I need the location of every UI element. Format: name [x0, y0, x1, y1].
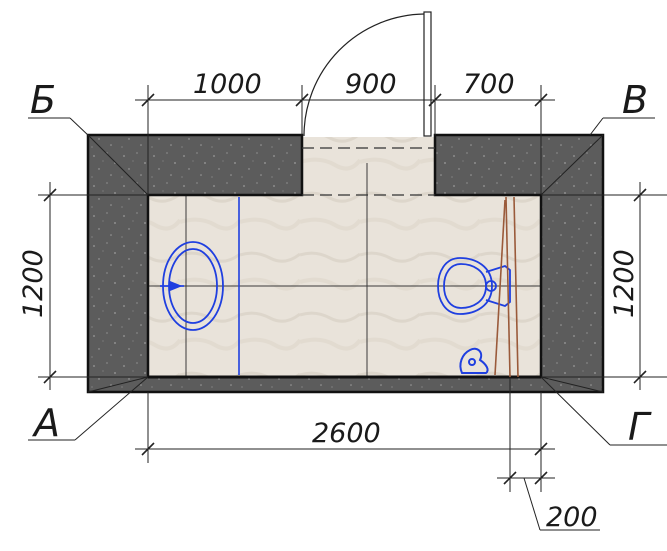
dim-1200-right: 1200	[609, 249, 640, 318]
corner-label-g: Г	[628, 405, 652, 449]
door-opening-floor	[302, 137, 435, 197]
dim-700: 700	[463, 69, 515, 100]
dim-900: 900	[345, 69, 397, 100]
corner-label-b: Б	[30, 78, 56, 122]
door-leaf	[423, 11, 432, 137]
dimension-lines	[49, 99, 641, 479]
dim-1000: 1000	[193, 69, 262, 100]
door	[303, 11, 432, 137]
corner-label-v: В	[622, 78, 648, 122]
corner-diagonals	[87, 134, 604, 393]
partition-wall	[494, 196, 519, 378]
dimension-ticks	[43, 93, 647, 485]
dim-1200-left: 1200	[18, 249, 49, 318]
leader-lines	[28, 117, 667, 531]
door-opening-lines	[302, 147, 435, 196]
corner-label-a: А	[31, 401, 60, 445]
dim-2600: 2600	[312, 418, 381, 449]
washbasin	[160, 197, 240, 375]
toilet	[437, 257, 511, 315]
tile-grid	[148, 163, 541, 377]
dim-200: 200	[546, 502, 598, 533]
sink-tap	[459, 347, 489, 374]
door-swing-arc	[303, 13, 425, 137]
extension-lines	[38, 85, 667, 492]
